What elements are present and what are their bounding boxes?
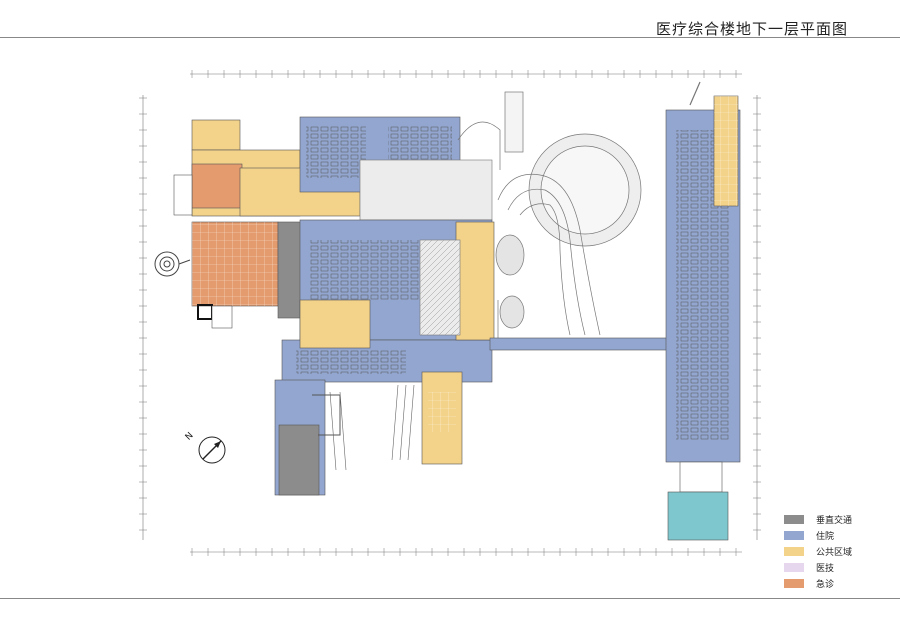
legend-item-emergency: 急诊 — [784, 575, 852, 591]
legend-swatch — [784, 562, 804, 572]
legend-swatch — [784, 546, 804, 556]
legend-swatch — [784, 514, 804, 524]
lower-public-arm — [421, 371, 463, 465]
left-wing — [173, 119, 361, 329]
legend-item-inpatient: 住院 — [784, 527, 852, 543]
legend: 垂直交通 住院 公共区域 医技 急诊 — [784, 511, 852, 591]
circulation-zone — [359, 159, 493, 221]
page-title: 医疗综合楼地下一层平面图 — [655, 20, 848, 38]
legend-item-public: 公共区域 — [784, 543, 852, 559]
legend-swatch — [784, 578, 804, 588]
lower-left-arm — [274, 379, 341, 496]
north-arrow-icon — [198, 436, 226, 464]
dimension-ticks — [139, 70, 761, 556]
legend-swatch — [784, 530, 804, 540]
public-center — [299, 221, 495, 349]
legend-label: 急诊 — [816, 579, 835, 590]
legend-label: 公共区域 — [816, 547, 853, 558]
north-label: N — [184, 431, 196, 443]
atrium-plaza — [457, 91, 642, 341]
top-rule — [0, 37, 900, 38]
ramps — [329, 384, 415, 471]
legend-label: 住院 — [816, 531, 835, 542]
spiral-ramp — [154, 251, 191, 277]
bottom-rule — [0, 598, 900, 599]
equipment-room — [667, 491, 729, 541]
connector-corridor — [489, 337, 669, 351]
legend-label: 医技 — [816, 563, 835, 574]
legend-item-medtech: 医技 — [784, 559, 852, 575]
legend-item-traffic: 垂直交通 — [784, 511, 852, 527]
right-wing — [665, 81, 741, 541]
legend-label: 垂直交通 — [816, 515, 853, 526]
